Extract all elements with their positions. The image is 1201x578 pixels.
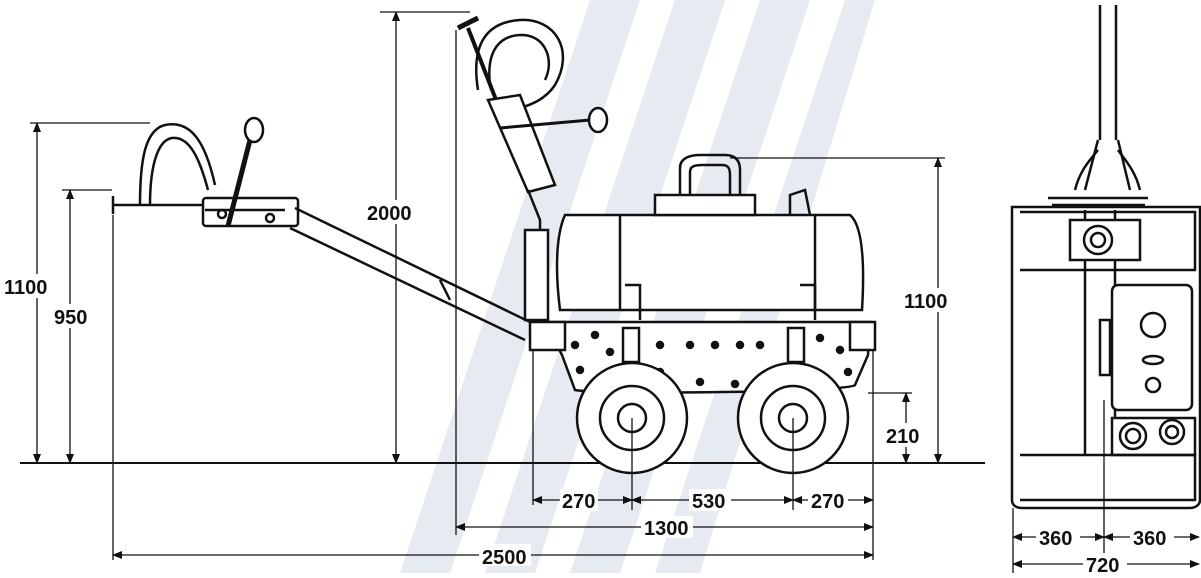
- dim-machine-height: 1100: [904, 291, 947, 313]
- dim-rear-overhang: 270: [811, 491, 844, 513]
- dimension-labels: 1100 950 2000 1100 210 270 530 270 1300 …: [2, 200, 1174, 577]
- dim-handle-upper: 1100: [4, 277, 47, 299]
- dim-half-width-right: 360: [1133, 528, 1166, 550]
- dim-ground-clearance: 210: [886, 426, 919, 448]
- handle-lowered: [111, 116, 300, 228]
- dim-front-overhang: 270: [562, 491, 595, 513]
- dim-handle-raised: 2000: [367, 203, 412, 225]
- dim-total-width: 720: [1086, 555, 1119, 573]
- dim-wheelbase: 530: [692, 491, 725, 513]
- handle-bar: [289, 206, 531, 342]
- dim-machine-length: 1300: [644, 518, 689, 540]
- dim-total-length: 2500: [482, 547, 527, 569]
- dim-handle-lower: 950: [54, 307, 87, 329]
- machine-body: [555, 153, 865, 320]
- dim-half-width-left: 360: [1039, 528, 1072, 550]
- roller-front-view: [1010, 5, 1201, 510]
- handle-raised: [456, 15, 609, 322]
